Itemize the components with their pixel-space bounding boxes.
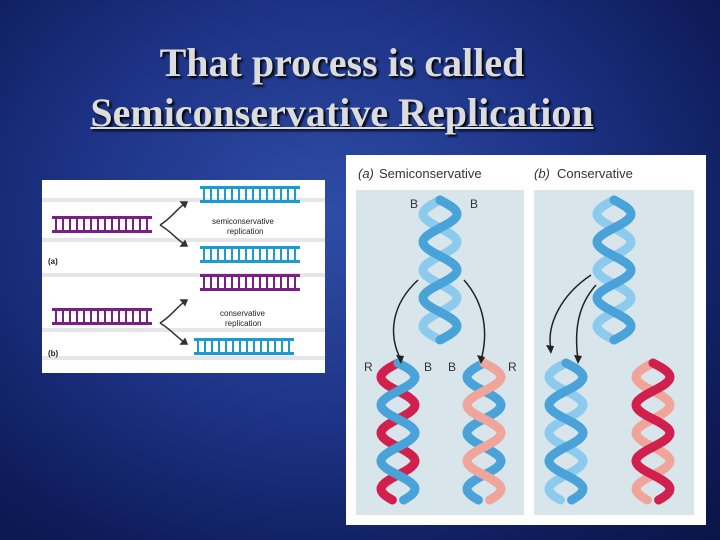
helix-diagram: (a) Semiconservative (b) Conservative B … [346,155,706,525]
daughter-helix-semi-1 [376,358,420,505]
parent-strand-label-left: B [410,197,418,211]
arrow-cons-left [549,274,592,351]
cons-label-1: conservative [220,309,265,318]
slide-title: That process is called Semiconservative … [0,38,684,138]
daughter-dna-b [194,338,294,355]
daughter-helix-cons-old [544,358,588,505]
cons-label-2: replication [225,319,261,328]
title-line-1: That process is called [159,40,525,85]
daughter-helix-cons-new [631,358,675,505]
panel-b-label: (b) [534,166,550,181]
daughter-dna-a-2 [200,246,300,263]
new-strand-label-1: R [364,360,373,374]
daughter-dna-a-2b [200,274,300,291]
daughter-helix-semi-2 [462,358,506,505]
panel-a-label: (a) [358,166,374,181]
ladder-diagram-svg: (a) (b) semiconservative replication con… [42,186,325,360]
arrow-cons-right [575,284,597,361]
new-strand-label-2: R [508,360,517,374]
parent-helix-cons [592,195,636,345]
panel-b-title: Conservative [557,166,633,181]
label-a: (a) [48,257,58,266]
parent-strand-label-3: B [424,360,432,374]
semi-label-2: replication [227,227,263,236]
arrow-semi-right [463,279,486,361]
panel-a-title: Semiconservative [379,166,482,181]
label-b: (b) [48,349,59,358]
ladder-diagram: (a) (b) semiconservative replication con… [42,180,325,373]
parent-helix-semi [418,195,462,345]
parent-dna-b [52,308,152,325]
helix-diagram-svg: (a) Semiconservative (b) Conservative B … [356,166,694,515]
parent-strand-label-4: B [448,360,456,374]
parent-strand-label-right: B [470,197,478,211]
arrow-semi-left [392,279,419,361]
daughter-dna-a-1 [200,186,300,203]
parent-dna-a [52,216,152,233]
title-line-2: Semiconservative Replication [90,90,594,135]
semi-label-1: semiconservative [212,217,274,226]
